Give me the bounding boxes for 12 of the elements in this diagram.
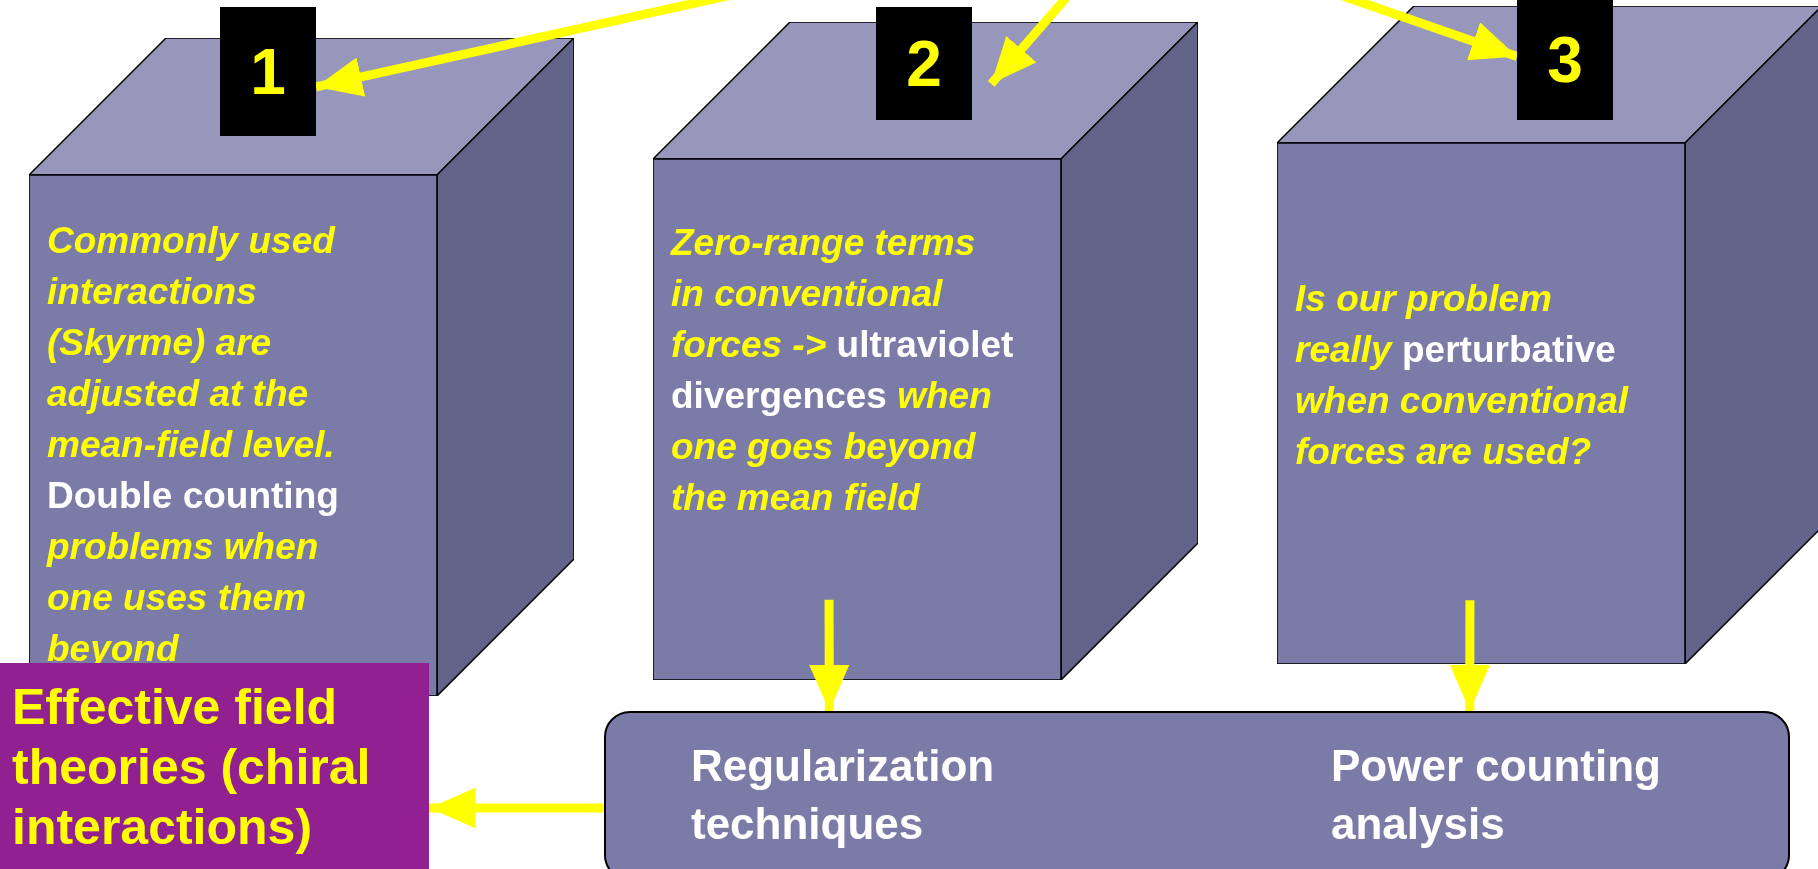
number-label: 3 bbox=[1517, 0, 1613, 120]
box-text: Power counting analysis bbox=[1331, 740, 1662, 850]
number-label: 1 bbox=[220, 7, 316, 136]
arrow bbox=[809, 599, 850, 711]
cube-text: Zero-range terms in conventional forces -> ultraviolet divergences when one goes beyond the mean field bbox=[671, 221, 1015, 520]
cube-text: Is our problem really perturbative when conventional forces are used? bbox=[1295, 277, 1630, 474]
rounded-box bbox=[604, 711, 1790, 869]
number-label: 2 bbox=[876, 7, 972, 120]
arrow bbox=[1449, 600, 1490, 711]
arrow bbox=[429, 788, 604, 828]
box-text: Regularization techniques bbox=[691, 740, 996, 850]
highlight-box: Effective field theories (chiral interactions) bbox=[0, 663, 429, 869]
